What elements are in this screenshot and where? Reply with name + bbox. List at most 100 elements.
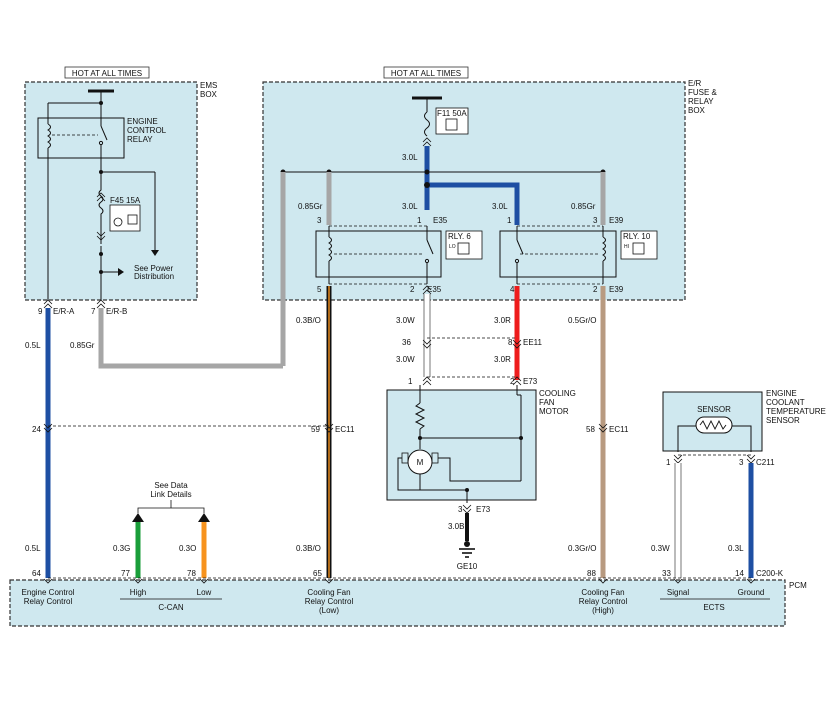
fuse-icon xyxy=(127,214,138,225)
arrow-icon xyxy=(151,250,159,256)
fuse-f11-symbol xyxy=(424,111,430,137)
sensor-box-label: SENSOR xyxy=(697,405,731,414)
pin-14: 14 xyxy=(735,569,744,578)
er-box-label-2: FUSE & xyxy=(688,88,718,97)
cooling-fan-motor xyxy=(386,389,537,501)
wire-label-03l: 0.3L xyxy=(728,544,744,553)
er-box-label-4: BOX xyxy=(688,106,706,115)
connector-chevron-icon xyxy=(422,376,432,386)
connector-e73-top: E73 xyxy=(523,377,538,386)
relay-icon xyxy=(457,242,470,255)
connector-chevron-icon xyxy=(422,339,432,349)
connector-c200k: C200-K xyxy=(756,569,784,578)
thermistor-frame xyxy=(695,416,733,434)
wire-label-03gro: 0.3Gr/O xyxy=(568,544,596,553)
wire-label-085gr-l: 0.85Gr xyxy=(298,202,323,211)
connector-e-r-b: E/R-B xyxy=(106,307,127,316)
wire-label-30l-l: 3.0L xyxy=(402,202,418,211)
pin-1-left: 1 xyxy=(417,216,422,225)
connector-chevron-icon xyxy=(422,285,432,295)
connector-e35-top: E35 xyxy=(433,216,448,225)
ect-sensor-label-3: TEMPERATURE xyxy=(766,407,826,416)
relay-10 xyxy=(499,230,617,278)
connector-chevron-icon xyxy=(462,504,472,514)
cooling-fan-motor-label-1: COOLING xyxy=(539,389,576,398)
pcm-c-can: C-CAN xyxy=(158,603,184,612)
pcm-high: High xyxy=(130,588,146,597)
pin-3-left: 3 xyxy=(317,216,322,225)
cooling-fan-motor-label-3: MOTOR xyxy=(539,407,569,416)
ems-box-label-1: EMS xyxy=(200,81,217,90)
pcm-ects: ECTS xyxy=(703,603,724,612)
pin-78: 78 xyxy=(187,569,196,578)
connector-chevron-icon xyxy=(96,231,106,241)
see-data-link-label-1: See Data xyxy=(154,481,188,490)
ect-sensor-label-4: SENSOR xyxy=(766,416,800,425)
pin-2-left: 2 xyxy=(410,285,415,294)
pin-65: 65 xyxy=(313,569,322,578)
pcm-fan-high-1: Cooling Fan xyxy=(581,588,624,597)
wire-label-085gr-r: 0.85Gr xyxy=(571,202,596,211)
wire-label-03g: 0.3G xyxy=(113,544,130,553)
ground-icon xyxy=(459,541,475,558)
connector-chevron-icon xyxy=(96,192,106,202)
connector-chevron-icon xyxy=(598,423,608,433)
pin-36: 36 xyxy=(402,338,411,347)
engine-control-relay-label-1: ENGINE xyxy=(127,117,158,126)
connector-chevron-icon xyxy=(512,376,522,386)
pin-1-right: 1 xyxy=(507,216,512,225)
fuse-f45-frame xyxy=(109,204,141,232)
relay-10-tag: HI xyxy=(624,244,629,250)
engine-control-relay-label-2: CONTROL xyxy=(127,126,167,135)
wire-label-05l-pcm: 0.5L xyxy=(25,544,41,553)
see-power-label-1: See Power xyxy=(134,264,173,273)
pin-64: 64 xyxy=(32,569,41,578)
er-box-label-1: E/R xyxy=(688,79,702,88)
fuse-f11-label: F11 50A xyxy=(437,109,467,118)
connector-e39-bottom: E39 xyxy=(609,285,624,294)
connector-chevron-icon xyxy=(512,339,522,349)
pin-3-right: 3 xyxy=(593,216,598,225)
pin-1-motor: 1 xyxy=(408,377,413,386)
pcm-fan-low-3: (Low) xyxy=(319,606,339,615)
pcm-box xyxy=(9,579,786,627)
pin-88: 88 xyxy=(587,569,596,578)
wire-085gr-ems xyxy=(98,308,283,369)
wire-label-30r-b: 3.0R xyxy=(494,355,511,364)
connector-chevron-icon xyxy=(324,423,334,433)
pcm-fan-high-3: (High) xyxy=(592,606,614,615)
hot-at-all-times-ems: HOT AT ALL TIMES xyxy=(72,69,142,78)
arrow-up-icon xyxy=(132,513,144,522)
pin-2-right: 2 xyxy=(593,285,598,294)
pin-59: 59 xyxy=(311,425,320,434)
wire-label-03bo: 0.3B/O xyxy=(296,316,321,325)
er-box-label-3: RELAY xyxy=(688,97,714,106)
hot-at-all-times-ems-frame xyxy=(64,66,150,79)
pcm-ground: Ground xyxy=(738,588,765,597)
pcm-engine-control-2: Relay Control xyxy=(24,597,73,606)
connector-chevron-icon xyxy=(746,454,756,464)
hot-at-all-times-er-frame xyxy=(383,66,469,79)
pin-24: 24 xyxy=(32,425,41,434)
motor-symbol: M xyxy=(417,458,424,467)
connector-chevron-icon xyxy=(43,423,53,433)
connector-chevron-icon xyxy=(43,299,53,309)
wire-label-03w: 0.3W xyxy=(651,544,670,553)
wire-label-085gr-ems: 0.85Gr xyxy=(70,341,95,350)
wire-label-03o: 0.3O xyxy=(179,544,196,553)
pcm-fan-low-2: Relay Control xyxy=(305,597,354,606)
connector-chevron-icon xyxy=(422,137,432,147)
relay-icon xyxy=(632,242,645,255)
pcm-fan-high-2: Relay Control xyxy=(579,597,628,606)
pin-8: 8 xyxy=(508,338,513,347)
pin-4: 4 xyxy=(510,285,515,294)
wire-label-05gro: 0.5Gr/O xyxy=(568,316,596,325)
connector-e-r-a: E/R-A xyxy=(53,307,75,316)
wire-label-30w-b: 3.0W xyxy=(396,355,415,364)
pcm-pin-chevrons xyxy=(43,578,756,584)
fuse-f45-label: F45 15A xyxy=(110,196,141,205)
wire-label-30w-a: 3.0W xyxy=(396,316,415,325)
relay-6 xyxy=(315,230,442,278)
pin-7: 7 xyxy=(91,307,96,316)
